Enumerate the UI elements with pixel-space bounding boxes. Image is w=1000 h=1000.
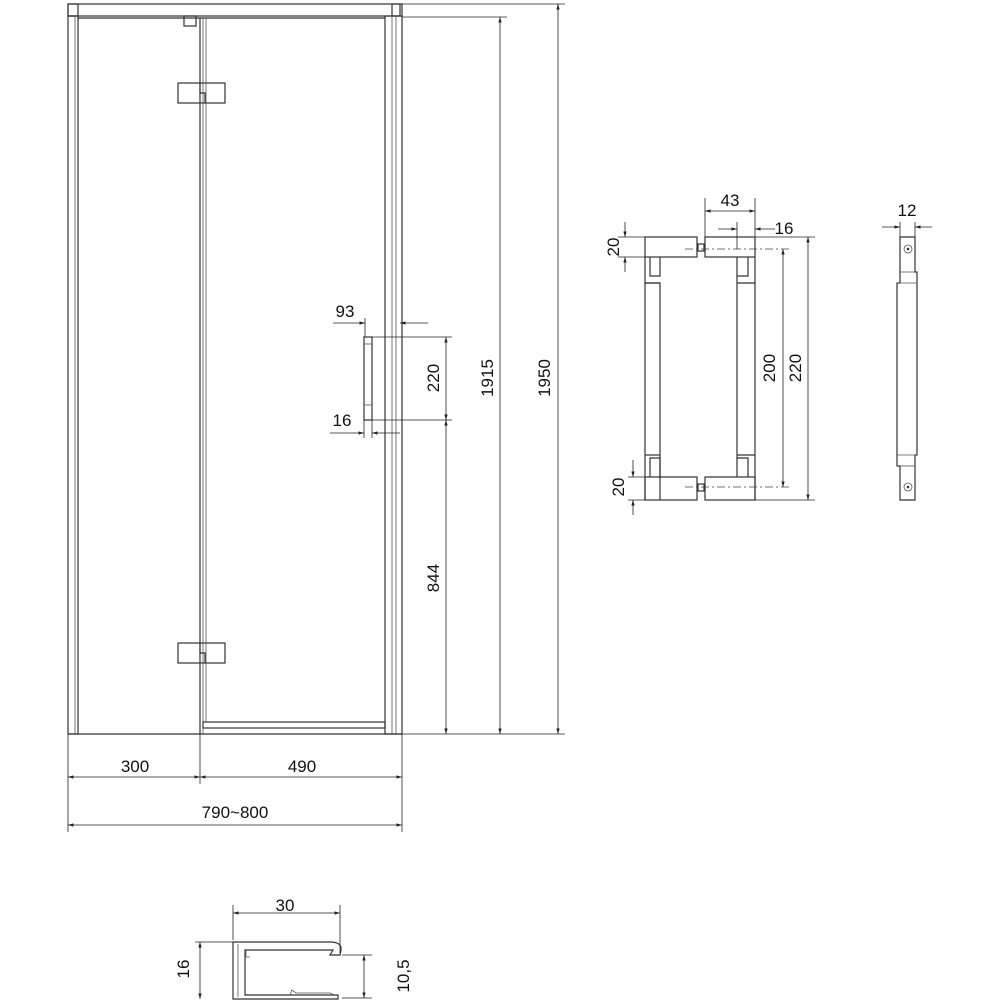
- dim-total-height: 1950: [535, 359, 554, 397]
- dim-side-width: 12: [898, 201, 917, 220]
- handle-side-view: 12: [882, 201, 932, 501]
- handle-detail-view: 43 16 20 20 200 220 12: [604, 191, 932, 515]
- dim-fixed-panel-width: 300: [121, 757, 149, 776]
- dim-handle-offset: 93: [336, 302, 355, 321]
- wall-profile-right: [384, 15, 403, 735]
- door-handle: [363, 336, 373, 421]
- dim-overall-length: 220: [786, 354, 805, 382]
- top-rail: [67, 3, 401, 17]
- dim-door-height: 1915: [478, 359, 497, 397]
- dim-handle-depth: 16: [333, 411, 352, 430]
- door-bottom-seal: [202, 721, 386, 729]
- dim-profile-width: 30: [276, 896, 295, 915]
- dim-top-block: 20: [604, 238, 623, 257]
- dim-handle-from-floor: 844: [424, 564, 443, 592]
- dim-bar-thickness: 16: [775, 219, 794, 238]
- dim-projection: 43: [721, 191, 740, 210]
- dim-profile-inner-height: 10,5: [394, 959, 413, 992]
- dim-handle-height: 220: [424, 364, 443, 392]
- shower-door-front-view: 300 490 790~800 1950 1915 220 844 93 16: [67, 3, 565, 832]
- hinge-top: [177, 82, 226, 104]
- hinge-bottom: [177, 642, 226, 664]
- wall-profile-left: [67, 15, 79, 735]
- wall-profile-section: 30 16 10,5: [174, 896, 413, 1000]
- dim-hole-spacing: 200: [760, 354, 779, 382]
- dim-bottom-block: 20: [609, 478, 628, 497]
- dim-profile-height: 16: [174, 960, 193, 979]
- dim-total-width: 790~800: [202, 803, 269, 822]
- dim-door-width: 490: [288, 757, 316, 776]
- top-pivot: [183, 15, 197, 27]
